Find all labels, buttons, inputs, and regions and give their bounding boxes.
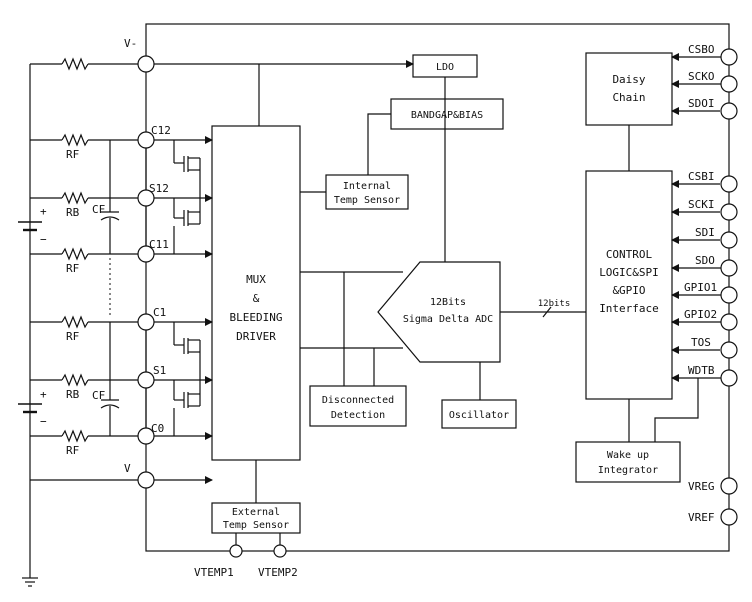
label-tos: TOS (691, 336, 711, 349)
label-plus-1: + (40, 205, 47, 218)
label-sdo: SDO (695, 254, 715, 267)
label-minus-1: − (40, 233, 47, 246)
disconnect-label-2: Detection (331, 410, 385, 421)
label-gpio1: GPIO1 (684, 281, 717, 294)
disconnect-block (309, 385, 407, 427)
pin-sdo (720, 259, 738, 277)
control-label-4: Interface (599, 302, 659, 315)
label-rf-4: RF (66, 444, 79, 457)
label-gpio2: GPIO2 (684, 308, 717, 321)
label-s12: S12 (149, 182, 169, 195)
label-vtemp2: VTEMP2 (258, 566, 298, 579)
adc-label-2: Sigma Delta ADC (403, 314, 493, 325)
control-label-1: CONTROL (606, 248, 653, 261)
pin-scko (720, 75, 738, 93)
ldo-label: LDO (436, 62, 454, 73)
label-vref: VREF (688, 511, 715, 524)
label-c12: C12 (151, 124, 171, 137)
daisy-label-2: Chain (612, 91, 645, 104)
label-cf-2: CF (92, 389, 105, 402)
pin-wdtb (720, 369, 738, 387)
pin-c1 (137, 313, 155, 331)
label-cf-1: CF (92, 203, 105, 216)
mux-label-1: MUX (246, 273, 266, 286)
wakeup-label-1: Wake up (607, 450, 649, 461)
daisy-block (585, 52, 673, 126)
pin-s12 (137, 189, 155, 207)
oscillator-block (441, 399, 517, 429)
pin-sdi (720, 231, 738, 249)
pin-c12 (137, 131, 155, 149)
pin-c0 (137, 427, 155, 445)
label-minus-2: − (40, 415, 47, 428)
disconnect-label-1: Disconnected (322, 395, 394, 406)
label-csbo: CSBO (688, 43, 715, 56)
wakeup-label-2: Integrator (598, 465, 658, 476)
pin-tos (720, 341, 738, 359)
adc-label-1: 12Bits (430, 297, 466, 308)
label-wdtb: WDTB (688, 364, 715, 377)
pin-v-minus (137, 55, 155, 73)
label-rf-1: RF (66, 148, 79, 161)
pin-gpio1 (720, 286, 738, 304)
label-sdi: SDI (695, 226, 715, 239)
bus-width-label: 12bits (538, 299, 571, 309)
pin-csbi (720, 175, 738, 193)
mux-label-4: DRIVER (236, 330, 276, 343)
oscillator-label: Oscillator (449, 410, 509, 421)
bandgap-label: BANDGAP&BIAS (411, 110, 483, 121)
pin-gpio2 (720, 313, 738, 331)
label-s1: S1 (153, 364, 166, 377)
label-scki: SCKI (688, 198, 715, 211)
label-rb-1: RB (66, 206, 80, 219)
label-rf-3: RF (66, 330, 79, 343)
label-csbi: CSBI (688, 170, 715, 183)
external-temp-label-1: External (232, 507, 280, 518)
label-vtemp1: VTEMP1 (194, 566, 234, 579)
label-vreg: VREG (688, 480, 715, 493)
pin-sdoi (720, 102, 738, 120)
label-rf-2: RF (66, 262, 79, 275)
wakeup-block (575, 441, 681, 483)
label-v-minus: V- (124, 37, 137, 50)
pin-v (137, 471, 155, 489)
pin-vreg (720, 477, 738, 495)
control-label-2: LOGIC&SPI (599, 266, 659, 279)
label-scko: SCKO (688, 70, 715, 83)
mux-label-3: BLEEDING (230, 311, 283, 324)
control-label-3: &GPIO (612, 284, 645, 297)
external-temp-label-2: Temp Sensor (223, 520, 289, 531)
label-rb-2: RB (66, 388, 80, 401)
pin-vtemp2 (273, 544, 287, 558)
internal-temp-label-1: Internal (343, 181, 391, 192)
adc-block (377, 261, 501, 363)
label-c11: C11 (149, 238, 169, 251)
mux-label-2: & (253, 292, 260, 305)
pin-vtemp1 (229, 544, 243, 558)
pin-c11 (137, 245, 155, 263)
label-c1: C1 (153, 306, 166, 319)
pin-scki (720, 203, 738, 221)
pin-vref (720, 508, 738, 526)
pin-s1 (137, 371, 155, 389)
label-c0: C0 (151, 422, 164, 435)
label-plus-2: + (40, 388, 47, 401)
daisy-label-1: Daisy (612, 73, 645, 86)
pin-csbo (720, 48, 738, 66)
label-sdoi: SDOI (688, 97, 715, 110)
internal-temp-label-2: Temp Sensor (334, 195, 400, 206)
label-v: V (124, 462, 131, 475)
